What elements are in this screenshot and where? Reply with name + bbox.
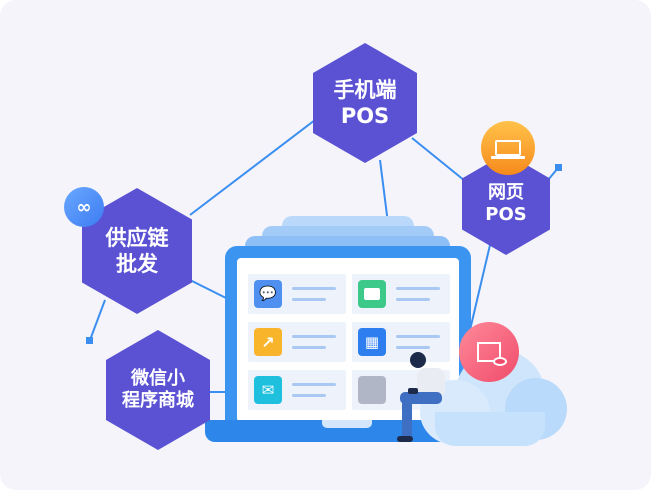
share-icon: ↗: [254, 328, 282, 356]
link-icon: ∞: [64, 187, 104, 227]
node-label: POS: [340, 104, 390, 128]
wechat-icon: 💬: [254, 280, 282, 308]
analytics-view-icon: [459, 322, 519, 382]
apps-grid-icon: ▦: [358, 328, 386, 356]
message-icon: [358, 280, 386, 308]
node-label: 程序商城: [122, 390, 194, 411]
node-label: 微信小: [131, 367, 185, 389]
mail-icon: ✉: [254, 376, 282, 404]
node-label: POS: [485, 204, 527, 225]
node-label: 网页: [488, 181, 524, 203]
app-tile-message: [352, 274, 450, 314]
node-mobile-pos: 手机端 POS: [313, 43, 417, 163]
app-tile-apps: ▦: [352, 322, 450, 362]
node-label: 供应链: [105, 225, 169, 250]
node-label: 批发: [116, 252, 158, 276]
placeholder-icon: [358, 376, 386, 404]
app-tile-wechat: 💬: [248, 274, 346, 314]
app-tile-mail: ✉: [248, 370, 346, 410]
laptop-icon: [481, 121, 535, 175]
node-label: 手机端: [333, 77, 397, 102]
app-tile-share: ↗: [248, 322, 346, 362]
